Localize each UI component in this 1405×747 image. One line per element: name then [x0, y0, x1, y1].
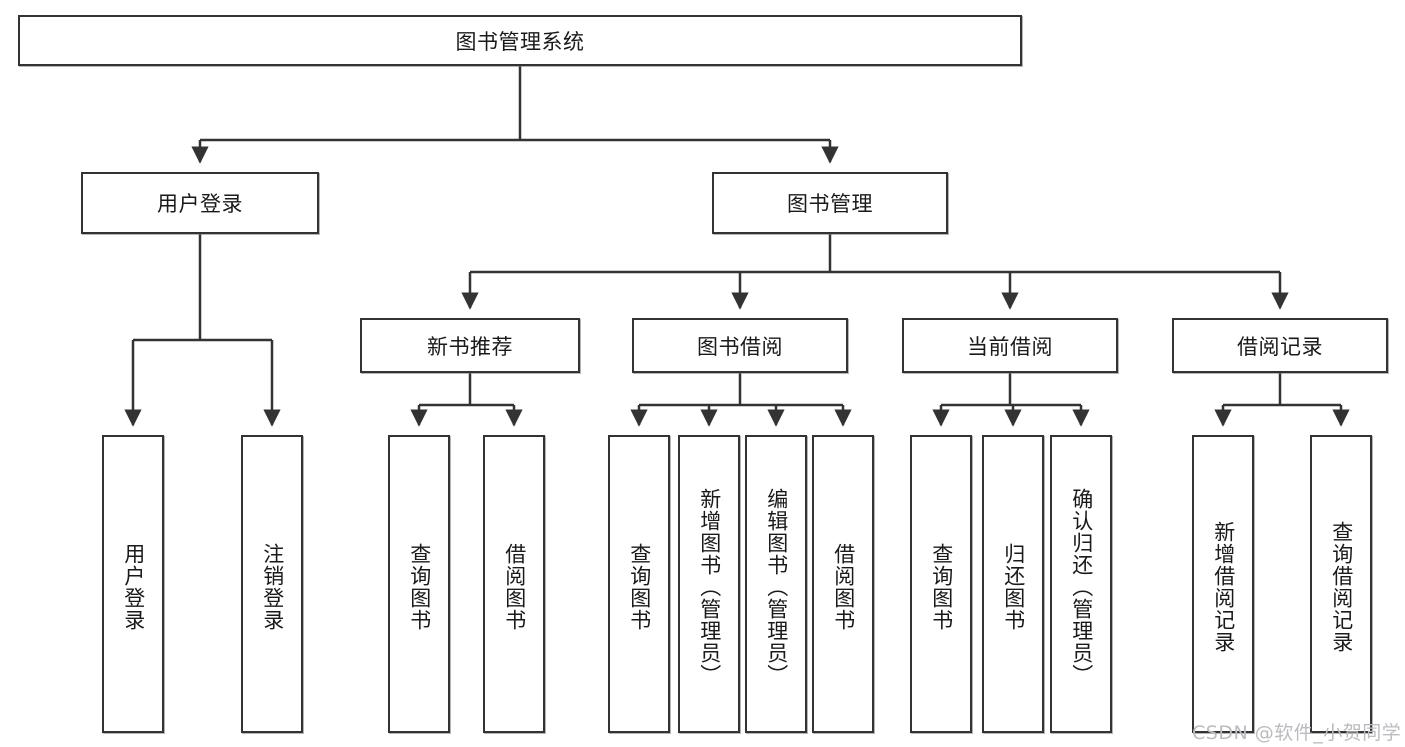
node-query-book-2[interactable]: 查询图书: [608, 435, 670, 733]
node-user-logout-label: 注销登录: [260, 543, 285, 631]
node-user-logout[interactable]: 注销登录: [241, 435, 303, 733]
node-current-borrow[interactable]: 当前借阅: [902, 318, 1118, 373]
node-confirm-return-label: 确认归还（管理员）: [1069, 488, 1094, 686]
node-current-borrow-label: 当前借阅: [967, 334, 1053, 359]
node-borrow-book-2-label: 借阅图书: [831, 543, 856, 631]
node-add-book[interactable]: 新增图书（管理员）: [678, 435, 740, 733]
node-confirm-return[interactable]: 确认归还（管理员）: [1050, 435, 1112, 733]
node-query-book-2-label: 查询图书: [627, 543, 652, 631]
node-root-label: 图书管理系统: [455, 29, 585, 54]
node-add-book-label: 新增图书（管理员）: [697, 488, 722, 686]
node-new-book-rec-label: 新书推荐: [427, 334, 513, 359]
node-book-manage-label: 图书管理: [787, 192, 873, 216]
node-new-book-rec[interactable]: 新书推荐: [360, 318, 580, 373]
node-query-book-3[interactable]: 查询图书: [910, 435, 972, 733]
node-borrow-record[interactable]: 借阅记录: [1172, 318, 1388, 373]
node-return-book-label: 归还图书: [1001, 543, 1026, 631]
node-query-book-3-label: 查询图书: [929, 543, 954, 631]
node-user-login[interactable]: 用户登录: [81, 172, 319, 234]
node-book-borrow[interactable]: 图书借阅: [632, 318, 848, 373]
node-book-manage[interactable]: 图书管理: [712, 172, 948, 234]
node-borrow-book-1-label: 借阅图书: [502, 543, 527, 631]
node-borrow-book-1[interactable]: 借阅图书: [483, 435, 545, 733]
node-query-book-1-label: 查询图书: [407, 543, 432, 631]
node-return-book[interactable]: 归还图书: [982, 435, 1044, 733]
node-book-borrow-label: 图书借阅: [697, 334, 783, 359]
node-edit-book-label: 编辑图书（管理员）: [764, 488, 789, 686]
node-query-record[interactable]: 查询借阅记录: [1310, 435, 1372, 733]
node-borrow-record-label: 借阅记录: [1237, 334, 1323, 359]
node-user-login-label: 用户登录: [157, 192, 243, 216]
node-add-record[interactable]: 新增借阅记录: [1192, 435, 1254, 733]
node-query-book-1[interactable]: 查询图书: [388, 435, 450, 733]
node-user-login-do-label: 用户登录: [121, 543, 146, 631]
node-root[interactable]: 图书管理系统: [18, 15, 1022, 66]
node-add-record-label: 新增借阅记录: [1211, 521, 1236, 653]
node-borrow-book-2[interactable]: 借阅图书: [812, 435, 874, 733]
watermark: CSDN @软件_小贺同学: [1192, 722, 1402, 744]
node-query-record-label: 查询借阅记录: [1329, 521, 1354, 653]
node-edit-book[interactable]: 编辑图书（管理员）: [745, 435, 807, 733]
node-user-login-do[interactable]: 用户登录: [102, 435, 164, 733]
